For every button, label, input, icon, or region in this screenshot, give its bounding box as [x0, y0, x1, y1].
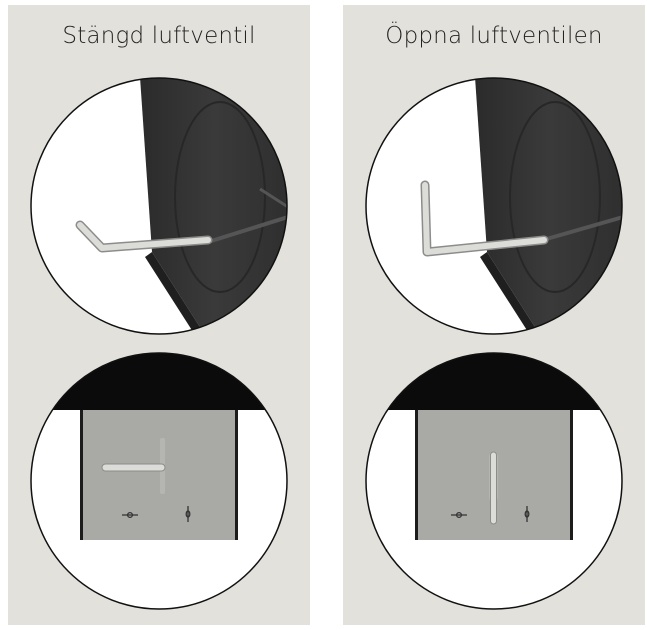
- closed-vent-icon: [122, 511, 138, 519]
- panel-open-valve: Öppna luftventilen: [343, 5, 645, 625]
- panel-title-open: Öppna luftventilen: [385, 23, 603, 49]
- panel-closed-valve: Stängd luftventil: [8, 5, 310, 625]
- front-view-closed-illustration: [30, 352, 288, 610]
- open-vent-icon: [185, 506, 191, 522]
- front-view-open-illustration: [365, 352, 623, 610]
- side-view-open-illustration: [365, 77, 623, 335]
- panel-title-closed: Stängd luftventil: [62, 23, 256, 49]
- side-view-closed-illustration: [30, 77, 288, 335]
- open-vent-icon: [524, 506, 530, 522]
- closed-vent-icon: [451, 511, 467, 519]
